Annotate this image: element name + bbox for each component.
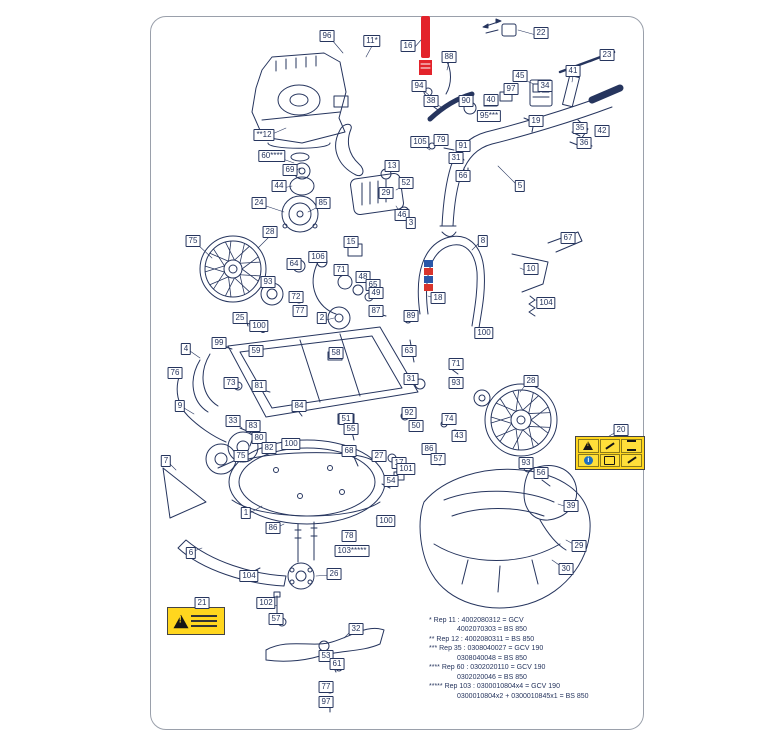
safety-decal-right: i — [575, 436, 645, 470]
footnote-line: **** Rep 60 : 0302020110 = GCV 190 — [429, 664, 546, 672]
footnote-line: 0308040048 = BS 850 — [457, 654, 527, 662]
diagram-border-frame — [150, 16, 644, 730]
info-icon: i — [578, 453, 599, 467]
read-manual-icon — [599, 453, 621, 467]
warning-triangle-icon — [173, 614, 189, 628]
projectile-hazard-icon — [621, 439, 642, 453]
footnote-line: * Rep 11 : 4002080312 = GCV — [429, 617, 524, 624]
safety-decal-left — [167, 607, 225, 635]
blade-hazard-icon — [599, 439, 621, 453]
warning-triangle-icon — [578, 439, 599, 453]
footnote-line: 0302020046 = BS 850 — [457, 673, 527, 681]
footnote-line: *** Rep 35 : 0308040027 = GCV 190 — [429, 645, 544, 653]
footnote-line: 4002070303 = BS 850 — [457, 626, 527, 634]
hand-foot-hazard-icon — [621, 453, 642, 467]
footnote-line: 0300010804x2 + 0300010845x1 = BS 850 — [457, 692, 589, 700]
footnotes: * Rep 11 : 4002080312 = GCV 4002070303 = … — [429, 616, 589, 701]
footnote-line: ** Rep 12 : 4002080311 = BS 850 — [429, 635, 535, 643]
footnote-line: ***** Rep 103 : 0300010804x4 = GCV 190 — [429, 683, 560, 691]
instruction-lines-icon — [191, 612, 217, 630]
